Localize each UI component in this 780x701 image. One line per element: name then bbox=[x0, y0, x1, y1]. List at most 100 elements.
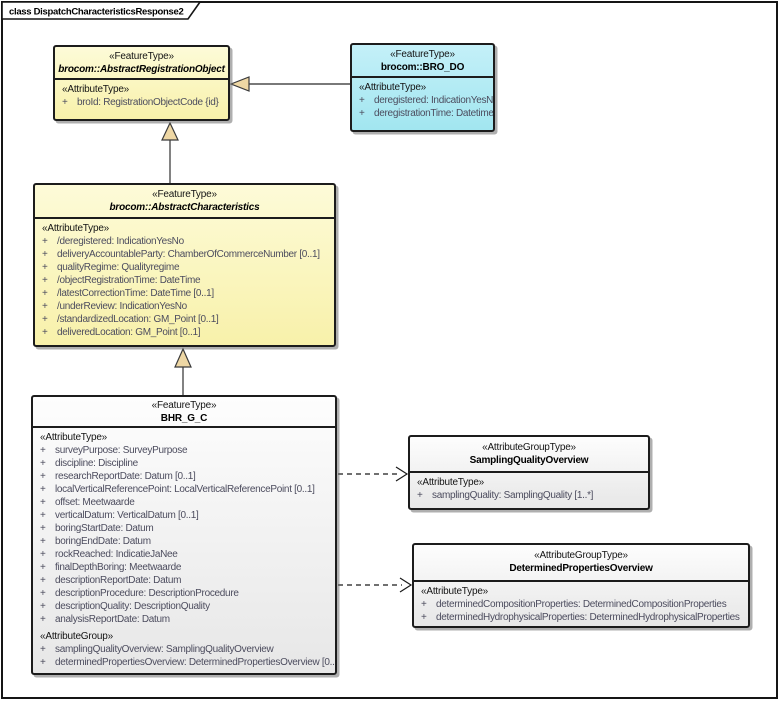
attribute-text: offset: Meetwaarde bbox=[55, 497, 135, 508]
class-stereotype: «FeatureType» bbox=[152, 189, 217, 200]
attribute-text: /objectRegistrationTime: DateTime bbox=[57, 275, 201, 286]
visibility-marker: + bbox=[417, 490, 423, 501]
class-determined-properties-overview[interactable]: «AttributeGroupType» DeterminedPropertie… bbox=[412, 543, 750, 628]
attribute-text: rockReached: IndicatieJaNee bbox=[55, 549, 178, 560]
visibility-marker: + bbox=[40, 445, 46, 456]
attribute-row: + boringStartDate: Datum bbox=[37, 522, 333, 535]
class-name: BHR_G_C bbox=[160, 413, 208, 424]
class-name: brocom::AbstractCharacteristics bbox=[109, 202, 260, 213]
attributes-compartment: «AttributeType» + deregistered: Indicati… bbox=[352, 78, 493, 120]
visibility-marker: + bbox=[40, 614, 46, 625]
attribute-text: /underReview: IndicationYesNo bbox=[57, 301, 187, 312]
visibility-marker: + bbox=[40, 601, 46, 612]
visibility-marker: + bbox=[40, 588, 46, 599]
attribute-row: + deliveryAccountableParty: ChamberOfCom… bbox=[39, 248, 332, 261]
class-name: brocom::BRO_DO bbox=[380, 62, 465, 73]
visibility-marker: + bbox=[40, 484, 46, 495]
class-stereotype: «FeatureType» bbox=[151, 400, 217, 411]
attribute-row: + researchReportDate: Datum [0..1] bbox=[37, 470, 333, 483]
attribute-row: + offset: Meetwaarde bbox=[37, 496, 333, 509]
attribute-type-header: «AttributeType» bbox=[42, 223, 110, 234]
visibility-marker: + bbox=[42, 327, 48, 338]
attributes-compartment: «AttributeType» + surveyPurpose: SurveyP… bbox=[33, 428, 335, 669]
attribute-row: + qualityRegime: Qualityregime bbox=[39, 261, 332, 274]
attribute-row: + determinedCompositionProperties: Deter… bbox=[418, 598, 746, 611]
dependency-arrowhead-icon bbox=[399, 577, 413, 593]
attributes-compartment: «AttributeType» + determinedCompositionP… bbox=[414, 582, 748, 624]
class-header: «AttributeGroupType» SamplingQualityOver… bbox=[410, 437, 648, 473]
visibility-marker: + bbox=[42, 249, 48, 260]
class-abstract-registration-object[interactable]: «FeatureType» brocom::AbstractRegistrati… bbox=[53, 45, 230, 121]
attribute-row: + determinedPropertiesOverview: Determin… bbox=[37, 656, 335, 669]
attribute-text: /latestCorrectionTime: DateTime [0..1] bbox=[57, 288, 214, 299]
visibility-marker: + bbox=[40, 657, 46, 668]
attributes-compartment: «AttributeType» + samplingQuality: Sampl… bbox=[410, 473, 648, 502]
visibility-marker: + bbox=[40, 497, 46, 508]
class-name: SamplingQualityOverview bbox=[469, 455, 589, 466]
dependency-bhr-g-c-to-sampling-quality-overview[interactable] bbox=[338, 466, 409, 482]
class-name: DeterminedPropertiesOverview bbox=[509, 563, 653, 574]
dependency-arrowhead-icon bbox=[395, 466, 409, 482]
attribute-text: finalDepthBoring: Meetwaarde bbox=[55, 562, 182, 573]
attribute-row: + descriptionQuality: DescriptionQuality bbox=[37, 600, 333, 613]
attribute-text: /deregistered: IndicationYesNo bbox=[57, 236, 184, 247]
class-stereotype: «AttributeGroupType» bbox=[534, 550, 628, 561]
attribute-text: localVerticalReferencePoint: LocalVertic… bbox=[55, 484, 315, 495]
attribute-text: /standardizedLocation: GM_Point [0..1] bbox=[57, 314, 219, 325]
visibility-marker: + bbox=[42, 236, 48, 247]
attribute-row: + deregistrationTime: Datetime bbox=[356, 107, 493, 120]
visibility-marker: + bbox=[40, 644, 46, 655]
visibility-marker: + bbox=[42, 314, 48, 325]
generalization-arrowhead-icon bbox=[174, 347, 192, 368]
attribute-row: + broId: RegistrationObjectCode {id} bbox=[59, 96, 226, 109]
visibility-marker: + bbox=[40, 562, 46, 573]
attribute-row: + /standardizedLocation: GM_Point [0..1] bbox=[39, 313, 332, 326]
visibility-marker: + bbox=[40, 575, 46, 586]
attribute-type-header: «AttributeType» bbox=[359, 82, 427, 93]
visibility-marker: + bbox=[62, 97, 68, 108]
attribute-row: + finalDepthBoring: Meetwaarde bbox=[37, 561, 333, 574]
attribute-row: + descriptionProcedure: DescriptionProce… bbox=[37, 587, 333, 600]
attribute-text: deliveredLocation: GM_Point [0..1] bbox=[57, 327, 201, 338]
generalization-arrowhead-icon bbox=[161, 121, 179, 141]
attribute-text: discipline: Discipline bbox=[55, 458, 138, 469]
class-stereotype: «AttributeGroupType» bbox=[482, 442, 576, 453]
attribute-text: qualityRegime: Qualityregime bbox=[57, 262, 180, 273]
visibility-marker: + bbox=[42, 275, 48, 286]
visibility-marker: + bbox=[42, 301, 48, 312]
attribute-row: + deregistered: IndicationYesNo bbox=[356, 94, 493, 107]
class-stereotype: «FeatureType» bbox=[390, 49, 455, 60]
attribute-text: descriptionQuality: DescriptionQuality bbox=[55, 601, 210, 612]
class-stereotype: «FeatureType» bbox=[109, 51, 174, 62]
class-name: brocom::AbstractRegistrationObject bbox=[58, 64, 225, 75]
generalization-bro-do-to-abstract-registration-object[interactable] bbox=[229, 76, 350, 92]
class-abstract-characteristics[interactable]: «FeatureType» brocom::AbstractCharacteri… bbox=[33, 183, 336, 347]
generalization-abstract-characteristics-to-abstract-registration-object[interactable] bbox=[161, 121, 179, 183]
visibility-marker: + bbox=[40, 471, 46, 482]
attribute-row: + deliveredLocation: GM_Point [0..1] bbox=[39, 326, 332, 339]
visibility-marker: + bbox=[40, 549, 46, 560]
attribute-text: analysisReportDate: Datum bbox=[55, 614, 170, 625]
attribute-row: + verticalDatum: VerticalDatum [0..1] bbox=[37, 509, 333, 522]
class-header: «FeatureType» brocom::BRO_DO bbox=[352, 45, 493, 78]
class-bro-do[interactable]: «FeatureType» brocom::BRO_DO «AttributeT… bbox=[350, 43, 495, 132]
class-sampling-quality-overview[interactable]: «AttributeGroupType» SamplingQualityOver… bbox=[408, 435, 650, 510]
attribute-type-header: «AttributeType» bbox=[421, 586, 489, 597]
attribute-type-header: «AttributeType» bbox=[40, 432, 108, 443]
class-bhr-g-c[interactable]: «FeatureType» BHR_G_C «AttributeType» + … bbox=[31, 395, 337, 675]
dependency-bhr-g-c-to-determined-properties-overview[interactable] bbox=[338, 577, 413, 593]
visibility-marker: + bbox=[421, 612, 427, 623]
visibility-marker: + bbox=[359, 108, 365, 119]
diagram-frame-tab: class DispatchCharacteristicsResponse2 bbox=[1, 1, 202, 20]
attribute-text: researchReportDate: Datum [0..1] bbox=[55, 471, 196, 482]
generalization-bhr-g-c-to-abstract-characteristics[interactable] bbox=[174, 347, 192, 395]
class-header: «FeatureType» brocom::AbstractRegistrati… bbox=[55, 47, 228, 80]
attribute-row: + /latestCorrectionTime: DateTime [0..1] bbox=[39, 287, 332, 300]
attribute-text: deliveryAccountableParty: ChamberOfComme… bbox=[57, 249, 320, 260]
visibility-marker: + bbox=[40, 458, 46, 469]
frame-tab-shape bbox=[1, 1, 202, 20]
attribute-type-header: «AttributeType» bbox=[62, 84, 130, 95]
visibility-marker: + bbox=[42, 262, 48, 273]
